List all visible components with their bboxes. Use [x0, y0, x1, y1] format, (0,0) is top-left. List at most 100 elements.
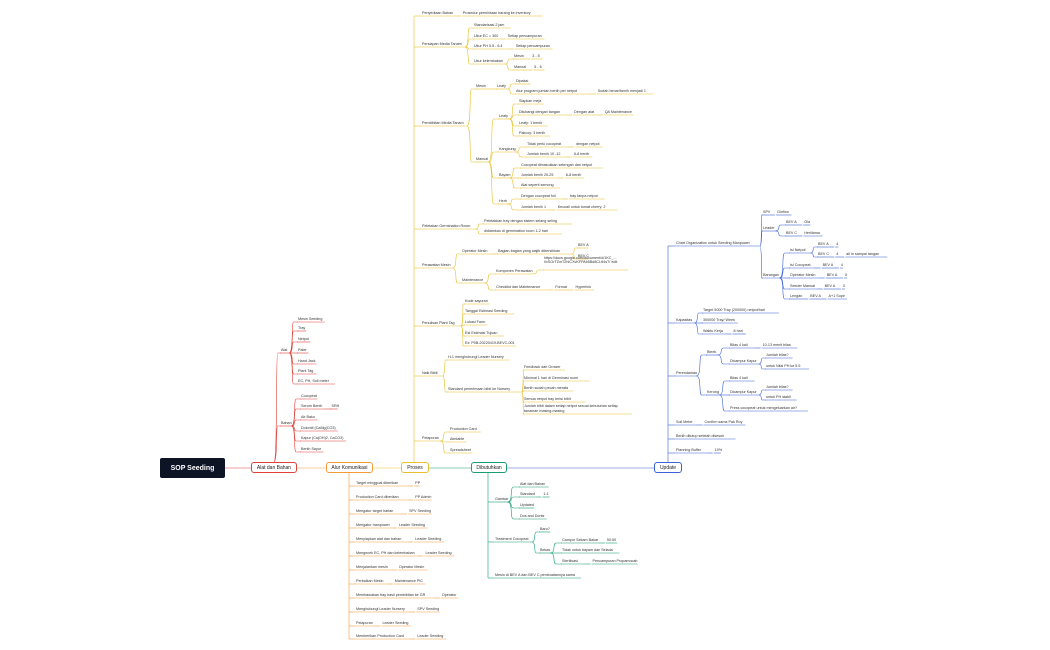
node-bev-a[interactable]: BEV A	[824, 284, 836, 289]
tag-item-3[interactable]: Lokasi Farm	[465, 320, 486, 325]
node-dipakai[interactable]: Dipakai	[516, 79, 529, 84]
node-ukur-ph-5-5-6-4[interactable]: Ukur PH 5.5 - 6.4	[474, 44, 503, 49]
node-ginfion[interactable]: Ginfion	[777, 210, 789, 215]
node-ukur-ec-300[interactable]: Ukur EC = 300	[474, 34, 499, 39]
node-a-1-supir[interactable]: A+1 Supir	[828, 294, 845, 299]
node-setiap-pencampuran[interactable]: Setiap pencampuran	[507, 34, 542, 39]
alur-step-7[interactable]: Menjalankan mesin	[356, 565, 388, 570]
node-alat-seperti-semong[interactable]: Alat seperti semong	[521, 183, 554, 188]
node-kecuali-untuk-tomat-cherry-2[interactable]: Kecuali untuk tomat cherry: 2	[557, 205, 606, 210]
alur-step-3[interactable]: Mengatur target harian	[356, 509, 394, 514]
node-leafy[interactable]: Leafy	[499, 114, 509, 119]
node-leader[interactable]: Leader	[763, 226, 775, 231]
node-checklist-dan-maintenance[interactable]: Checklist dan Maintenance	[496, 285, 541, 290]
node-campur-sekam-bakar[interactable]: Campur Sekam Bakar	[562, 538, 599, 543]
alur-role-4[interactable]: Leader Seeding	[398, 523, 425, 528]
node-manual[interactable]: Manual	[514, 65, 527, 70]
node-isi-cocopeat[interactable]: Isi Cocopeat	[790, 263, 811, 268]
node-setiap-pencampuran[interactable]: Setiap pencampuran	[515, 44, 550, 49]
node-bev-a[interactable]: BEV A	[822, 263, 834, 268]
node-planning-buffer[interactable]: Planning Buffer	[676, 448, 702, 453]
main-node-proses[interactable]: Proses	[401, 462, 429, 473]
node-4[interactable]: 4	[836, 252, 839, 257]
alur-step-9[interactable]: Membawakan tray hasil pembibitan ke GR	[356, 593, 426, 598]
node-kangkung[interactable]: Kangkung	[499, 147, 516, 152]
node-peletakkan-tray-dengan-sistem-selang-sel[interactable]: Peletakkan tray dengan sistem selang sel…	[484, 219, 557, 224]
node-gambar[interactable]: Gambar	[495, 497, 509, 502]
node-pencampuran-propamocab[interactable]: Pencampuran Propamocab	[592, 559, 638, 564]
node-seeder-manual[interactable]: Seeder Manual	[790, 284, 816, 289]
node-jumlah-benih-1[interactable]: Jumlah benih 1	[521, 205, 547, 210]
node-untuk-nilai-ph-ke-5-5[interactable]: untuk Nilai PH ke 5.5	[766, 364, 801, 369]
bahan-item-dolomit-camg-co3[interactable]: Dolomit (CaMg(CO3)	[301, 426, 336, 431]
node-atur-program-jumlah-benih-per-netpot[interactable]: Atur program jumlah benih per netpot	[516, 89, 578, 94]
alur-step-1[interactable]: Target minggual diberikan	[356, 481, 399, 486]
node-prosedur-permintaan-barang-ke-inventory[interactable]: Prosedur permintaan barang ke inventory	[462, 11, 531, 16]
node-leafy[interactable]: Leafy	[497, 84, 507, 89]
gambar-item-updated[interactable]: Updated	[520, 503, 534, 508]
node-komponen-perawatan[interactable]: Komponen Perawatan	[496, 269, 533, 274]
pelaporan-item-1[interactable]: Production Card	[450, 427, 477, 432]
main-node-alur-komunikasi[interactable]: Alur Komunikasi	[326, 462, 373, 473]
alur-role-5[interactable]: Leader Seeding	[415, 537, 442, 542]
node-dilubangi-dengan-tangan[interactable]: Dilubangi dengan tangan	[519, 110, 561, 115]
node-soil-meter[interactable]: Soil Meter	[676, 420, 693, 425]
main-node-alat-dan-bahan[interactable]: Alat dan Bahan	[251, 462, 297, 473]
alat-item-mesin-seeding[interactable]: Mesin Seeding	[298, 317, 323, 322]
tag-item-1[interactable]: Kode sayuran	[465, 299, 488, 304]
node-srh[interactable]: SRH	[331, 404, 340, 409]
node-alat[interactable]: Alat	[281, 348, 288, 353]
node-pakcoy-3-benih[interactable]: Pakcoy: 3 benih	[519, 131, 546, 136]
node-standarisasi-2-jam[interactable]: Standarisasi 2 jam	[474, 23, 505, 28]
alur-role-3[interactable]: SPV Seeding	[409, 509, 432, 514]
alur-role-2[interactable]: PP Admin	[415, 495, 432, 500]
tag-item-2[interactable]: Tanggal Estimasi Seeding	[465, 309, 508, 314]
node-5-6[interactable]: 5 - 6	[534, 65, 542, 70]
bahan-item-kapur-ca-oh-2-caco3[interactable]: Kapur (Ca(OH)2, CaCO3)	[301, 436, 344, 441]
alat-item-ec-ph-soil-meter[interactable]: EC, PH, Soil meter	[298, 379, 329, 384]
alur-step-12[interactable]: Memberikan Production Card	[356, 634, 404, 639]
bahan-item-benih-sayur[interactable]: Benih Sayur	[301, 447, 322, 452]
node-4[interactable]: 4	[836, 242, 839, 247]
node-isi-netpot[interactable]: Isi Netpot	[790, 248, 806, 253]
node-bev-c[interactable]: BEV C	[818, 252, 830, 257]
node-mesin-di-bev-a-dan-bev-c-pembuatannya-sa[interactable]: Mesin di BEV A dan BEV C pembuatannya sa…	[495, 573, 575, 578]
alur-role-11[interactable]: Leader Seeding	[382, 621, 409, 626]
node-bahan[interactable]: Bahan	[281, 421, 292, 426]
node-peletakan-germination-room[interactable]: Peletakan Germination Room	[422, 224, 471, 229]
node-ukur-kelembaban[interactable]: Ukur kelembaban	[474, 59, 503, 64]
alur-step-11[interactable]: Pelaporan	[356, 621, 373, 626]
node-ola[interactable]: Ola	[804, 220, 810, 225]
pelaporan-item-3[interactable]: Spreadsheet	[450, 448, 471, 453]
node-penyediaan-bahan[interactable]: Penyediaan Bahan	[422, 11, 454, 16]
std-item-1[interactable]: Feedback dari Grower	[524, 365, 561, 370]
gambar-item-standard[interactable]: Standard	[520, 492, 535, 497]
node-bev-a[interactable]: BEV A	[786, 220, 797, 225]
node-target-5000-tray-200000-netpot-hari[interactable]: Target 5000 Tray (200000) netpot/hari	[703, 308, 765, 313]
node-tray-tanpa-netpot[interactable]: tray tanpa netpot	[570, 194, 598, 199]
alat-item-plant-tag[interactable]: Plant Tag	[298, 369, 314, 374]
alat-item-palet[interactable]: Palet	[298, 348, 307, 353]
node-dicampur-kapur[interactable]: Dicampur Kapur	[730, 390, 757, 395]
node-spv[interactable]: SPV	[763, 210, 771, 215]
node-operator-mesin[interactable]: Operator Mesin	[790, 273, 816, 278]
node-bilas-4-kali[interactable]: Bilas 4 kali	[730, 376, 748, 381]
node-herb[interactable]: Herb	[499, 199, 507, 204]
node-maintenance[interactable]: Maintenance	[462, 278, 484, 283]
node-baru[interactable]: Baru?	[540, 527, 550, 532]
node-bleek[interactable]: Bleek	[707, 350, 717, 355]
alur-role-6[interactable]: Leader Seeding	[425, 551, 452, 556]
node-operator-mesin[interactable]: Operator Mesin	[462, 249, 488, 254]
node-manual[interactable]: Manual	[476, 157, 489, 162]
alat-item-tray[interactable]: Tray	[298, 326, 306, 331]
alur-role-9[interactable]: Operator	[441, 593, 457, 598]
node-herlilama[interactable]: Herlilama	[804, 231, 820, 236]
tag-item-4[interactable]: Est Estimasi Tujuan	[465, 331, 498, 336]
pelaporan-item-2[interactable]: Aimtable	[450, 437, 465, 442]
node-qa-maintenance[interactable]: QA Maintenance	[604, 110, 632, 115]
std-item-2[interactable]: Minimal 1 hari di Germinasi room	[524, 376, 579, 381]
node-naik-bibit[interactable]: Naik Bibit	[422, 371, 438, 376]
node-tidak-untuk-bayam-dan-selada[interactable]: Tidak untuk bayam dan Selada	[562, 548, 613, 553]
node-bekas[interactable]: Bekas	[540, 548, 551, 553]
root-node[interactable]: SOP Seeding	[160, 458, 225, 478]
